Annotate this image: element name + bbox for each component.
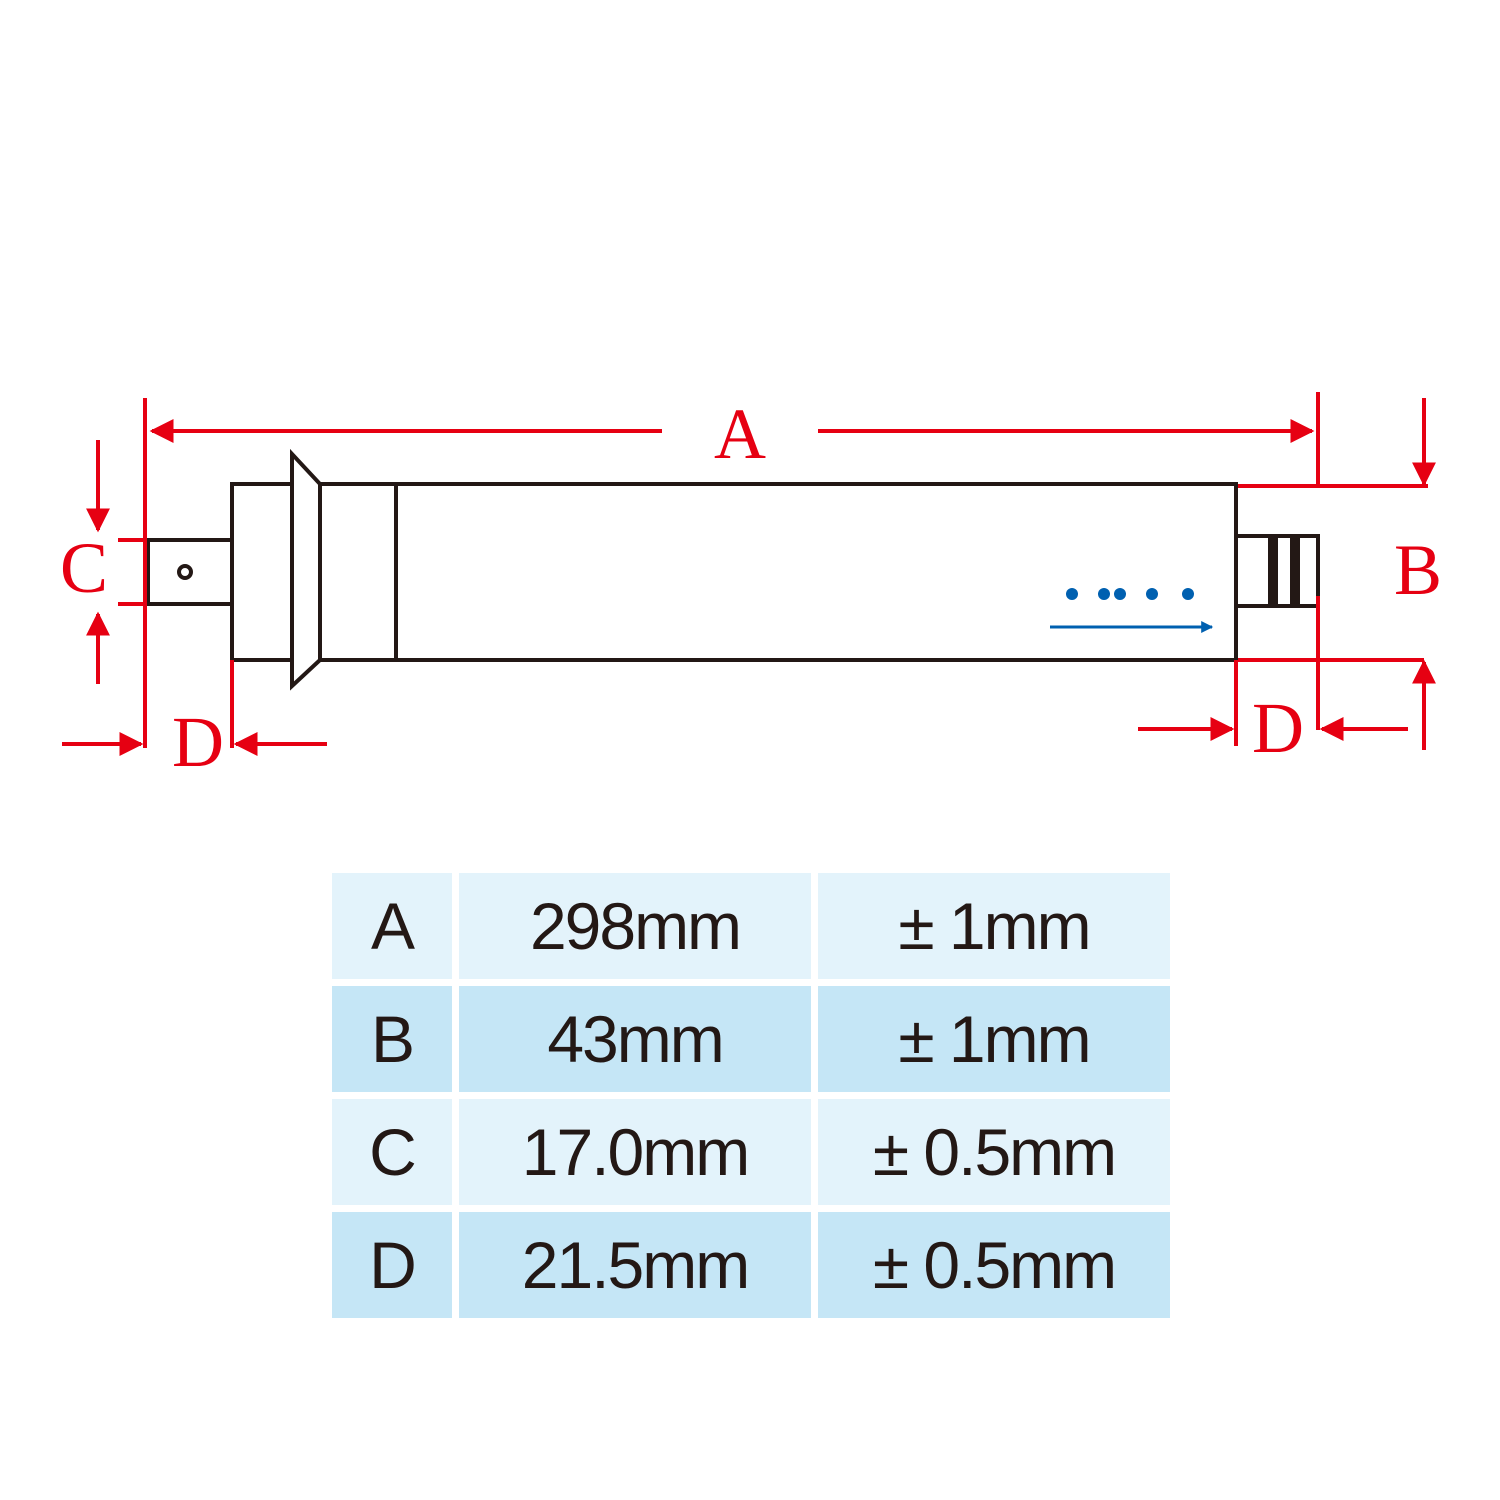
dimension-value-cell: 298mm — [459, 873, 811, 979]
membrane-dimension-drawing: A B C D D — [60, 392, 1442, 782]
table-row: B 43mm ± 1mm — [332, 986, 1170, 1092]
dimension-value-cell: 43mm — [459, 986, 811, 1092]
dimension-spec-table: A 298mm ± 1mm B 43mm ± 1mm C 17.0mm ± 0.… — [325, 866, 1177, 1325]
dimension-c-label: C — [60, 528, 108, 608]
dimension-letter-cell: D — [332, 1212, 452, 1318]
brine-seal-flange — [290, 448, 322, 691]
main-body — [394, 482, 1238, 662]
dimension-a — [143, 392, 1320, 748]
dimension-d-left-label: D — [172, 702, 224, 782]
table-row: C 17.0mm ± 0.5mm — [332, 1099, 1170, 1205]
dimension-value-cell: 17.0mm — [459, 1099, 811, 1205]
left-end-cap — [230, 482, 294, 662]
dimension-b — [1238, 398, 1436, 750]
o-ring-grooves — [1268, 536, 1300, 606]
dimension-b-label: B — [1394, 530, 1442, 610]
membrane-element-outline — [146, 448, 1320, 691]
dimension-d-right-label: D — [1252, 688, 1304, 768]
tolerance-cell: ± 1mm — [818, 873, 1170, 979]
dimension-letter-cell: A — [332, 873, 452, 979]
dimension-c — [86, 440, 146, 684]
table-row: A 298mm ± 1mm — [332, 873, 1170, 979]
dimension-letter-cell: C — [332, 1099, 452, 1205]
flow-direction-icon — [1050, 588, 1214, 633]
tolerance-cell: ± 0.5mm — [818, 1099, 1170, 1205]
dimension-value-cell: 21.5mm — [459, 1212, 811, 1318]
tolerance-cell: ± 0.5mm — [818, 1212, 1170, 1318]
seal-band — [318, 482, 398, 662]
dimension-a-label: A — [714, 394, 766, 474]
stub-hole — [177, 564, 193, 580]
dimension-letter-cell: B — [332, 986, 452, 1092]
table-row: D 21.5mm ± 0.5mm — [332, 1212, 1170, 1318]
dimension-d-left — [62, 660, 327, 756]
tolerance-cell: ± 1mm — [818, 986, 1170, 1092]
left-tube-stub — [146, 538, 234, 606]
dimension-d-right — [1138, 596, 1408, 746]
